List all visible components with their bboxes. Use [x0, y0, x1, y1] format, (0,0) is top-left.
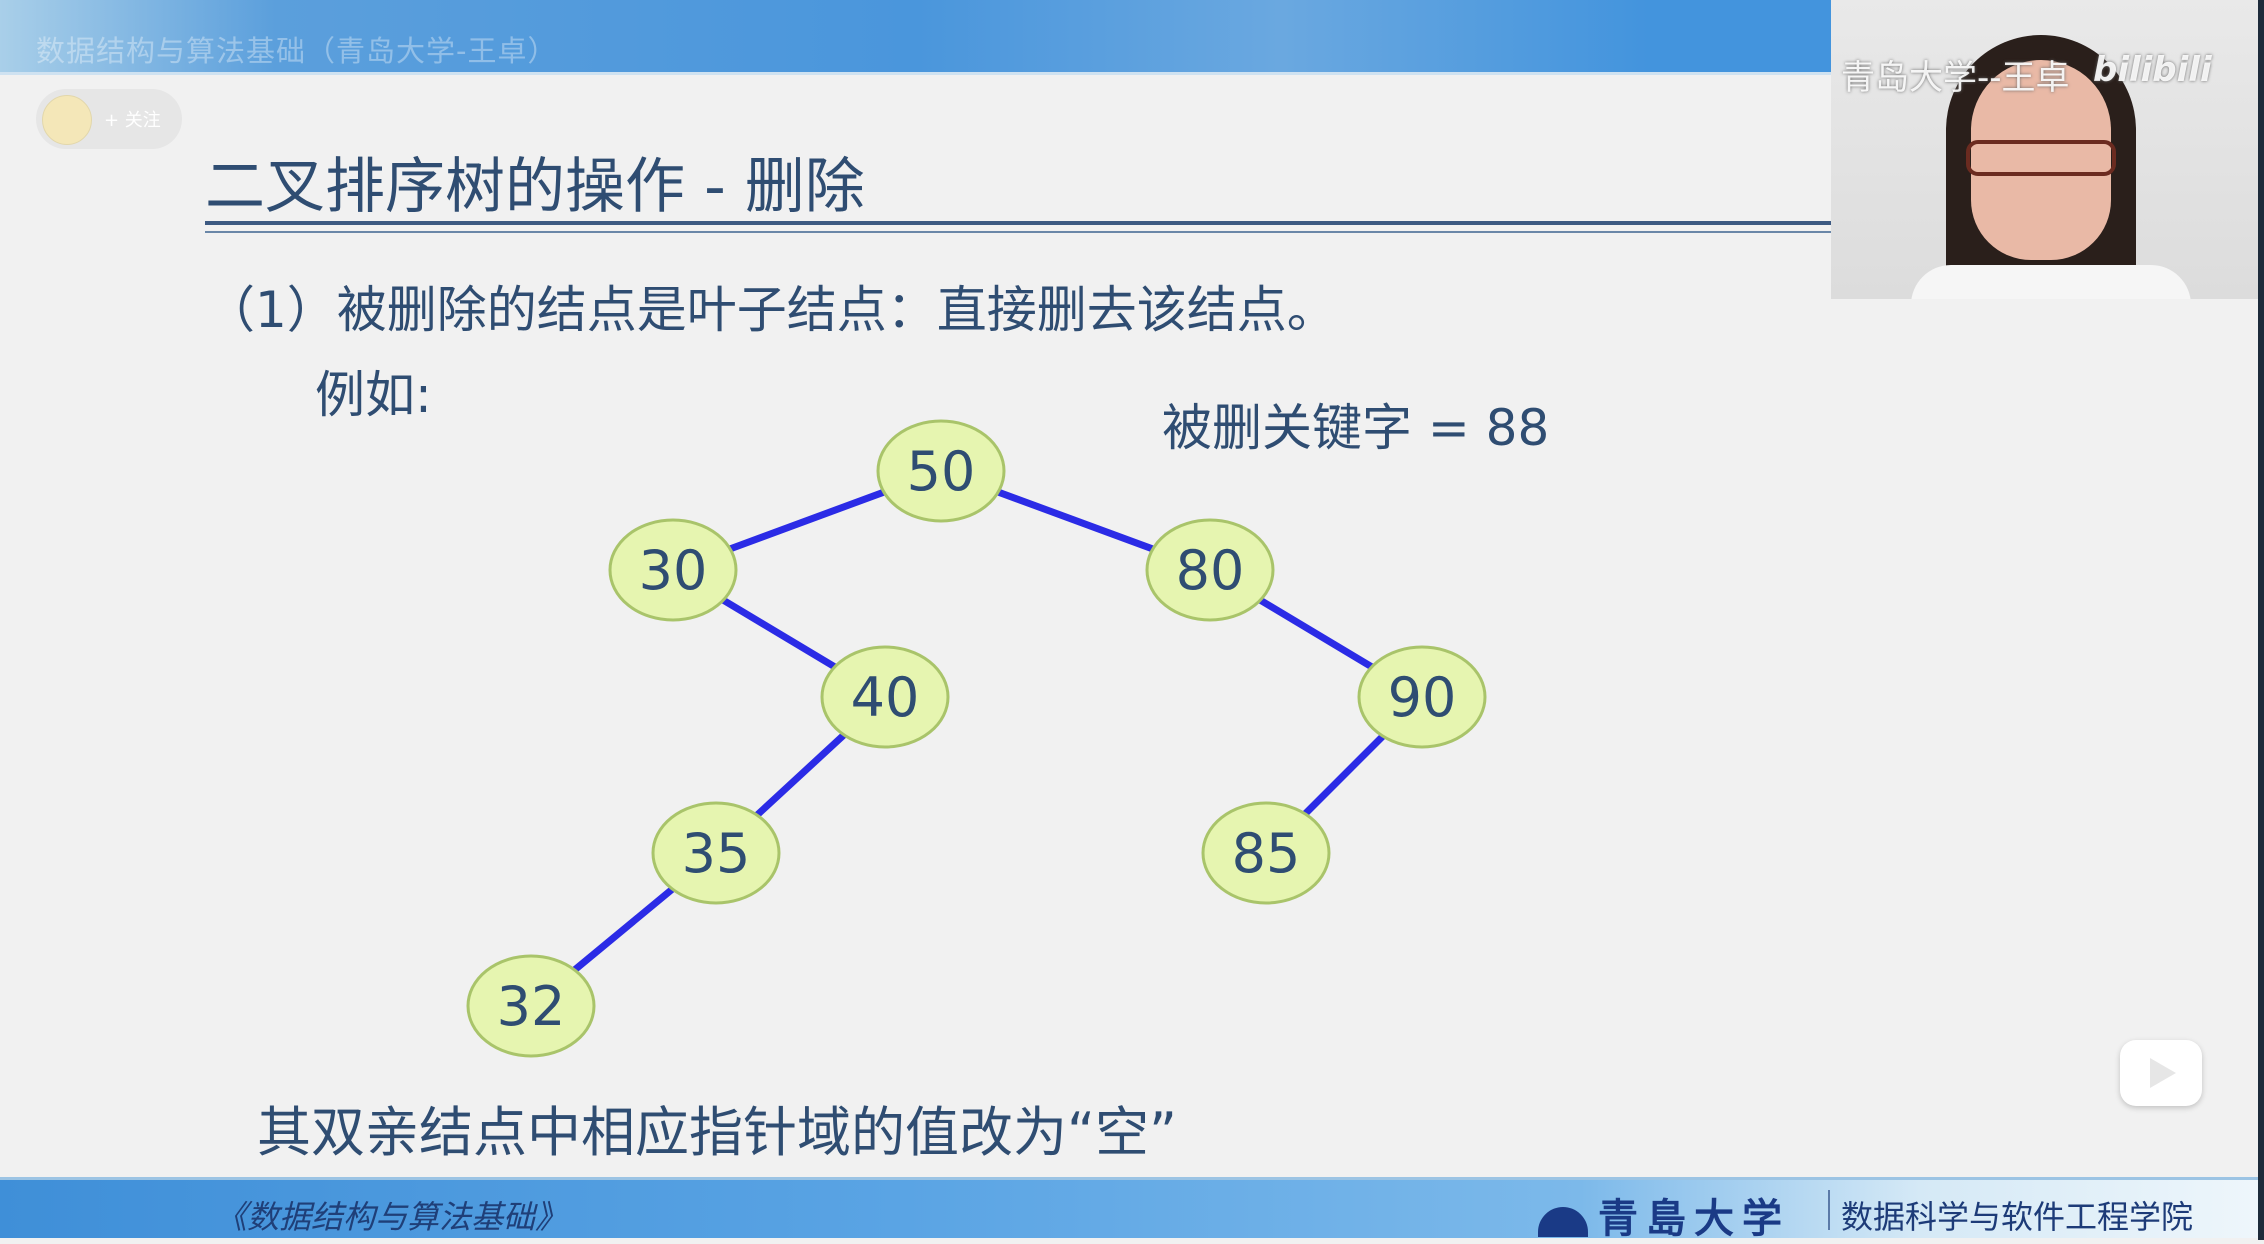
tree-node-label: 35 — [682, 822, 751, 885]
play-icon[interactable] — [2120, 1040, 2202, 1106]
slide-header-band: 数据结构与算法基础（青岛大学-王卓） — [0, 0, 1831, 75]
play-triangle-icon — [2150, 1058, 2176, 1088]
tree-node-label: 85 — [1232, 822, 1301, 885]
slide-title: 二叉排序树的操作 - 删除 — [205, 152, 865, 222]
tree-node-50: 50 — [876, 419, 1006, 523]
footer-divider — [1828, 1190, 1830, 1230]
presenter-face — [1971, 60, 2111, 260]
tree-node-label: 40 — [851, 666, 920, 729]
slide-footer-band: 《数据结构与算法基础》 青島大学 数据科学与软件工程学院 — [0, 1177, 2258, 1242]
tree-node-label: 50 — [907, 440, 976, 503]
tree-node-ellipse — [608, 518, 738, 622]
presenter-shirt — [1911, 265, 2191, 299]
footer-course: 《数据结构与算法基础》 — [215, 1198, 568, 1236]
footer-school: 数据科学与软件工程学院 — [1841, 1198, 2194, 1236]
course-title-watermark: 数据结构与算法基础（青岛大学-王卓） — [36, 34, 558, 68]
avatar — [42, 95, 92, 145]
webcam-video: 青岛大学--王卓 bilibili — [1831, 0, 2258, 299]
tree-node-ellipse — [820, 645, 950, 749]
tree-node-80: 80 — [1145, 518, 1275, 622]
deleted-key-label: 被删关键字 = 88 — [1162, 399, 1550, 457]
tree-node-label: 32 — [497, 975, 566, 1038]
tree-node-35: 35 — [651, 801, 781, 905]
tree-node-32: 32 — [466, 954, 596, 1058]
presenter-glasses — [1966, 140, 2116, 176]
example-label: 例如: — [315, 366, 432, 424]
window-edge — [2258, 0, 2264, 1240]
title-divider-thin — [205, 231, 1831, 233]
tree-node-30: 30 — [608, 518, 738, 622]
tree-node-85: 85 — [1201, 801, 1331, 905]
tree-node-ellipse — [1145, 518, 1275, 622]
tree-node-ellipse — [651, 801, 781, 905]
tree-node-ellipse — [1201, 801, 1331, 905]
university-name: 青島大学 — [1598, 1195, 1790, 1242]
tree-node-ellipse — [466, 954, 596, 1058]
tree-node-label: 90 — [1388, 666, 1457, 729]
title-divider — [205, 221, 1831, 225]
follow-button[interactable]: + 关注 — [36, 89, 182, 149]
tree-node-40: 40 — [820, 645, 950, 749]
university-logo: 青島大学 — [1538, 1186, 1790, 1244]
tree-node-label: 80 — [1176, 539, 1245, 602]
case-description: （1）被删除的结点是叶子结点：直接删去该结点。 — [205, 281, 1337, 339]
follow-label: + 关注 — [104, 110, 161, 131]
university-emblem-icon — [1538, 1207, 1588, 1237]
bilibili-logo: bilibili — [2093, 50, 2212, 90]
tree-node-90: 90 — [1357, 645, 1487, 749]
tree-node-ellipse — [1357, 645, 1487, 749]
note-text: 其双亲结点中相应指针域的值改为“空” — [257, 1101, 1177, 1164]
tree-node-label: 30 — [639, 539, 708, 602]
webcam-watermark: 青岛大学--王卓 — [1841, 58, 2070, 98]
tree-node-ellipse — [876, 419, 1006, 523]
